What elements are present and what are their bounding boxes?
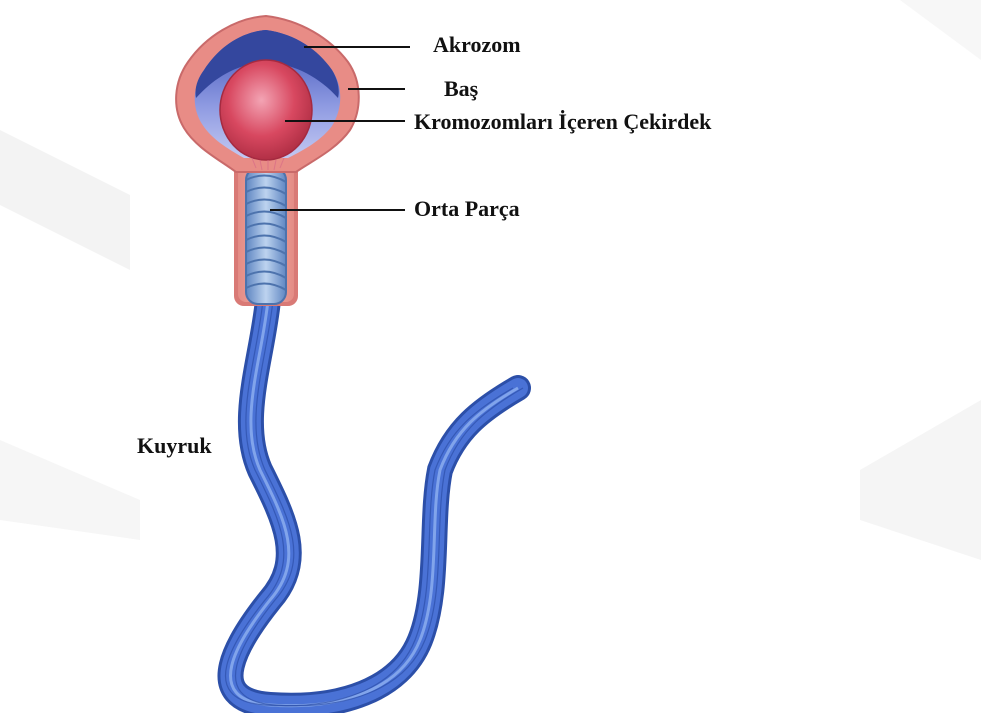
- label-tail: Kuyruk: [137, 435, 212, 457]
- label-nucleus: Kromozomları İçeren Çekirdek: [414, 111, 711, 133]
- label-head: Baş: [444, 78, 478, 100]
- watermark-shapes: [0, 0, 981, 560]
- midpiece: [246, 168, 286, 304]
- label-midpiece: Orta Parça: [414, 198, 520, 220]
- label-acrosome: Akrozom: [433, 34, 521, 56]
- tail: [226, 300, 523, 706]
